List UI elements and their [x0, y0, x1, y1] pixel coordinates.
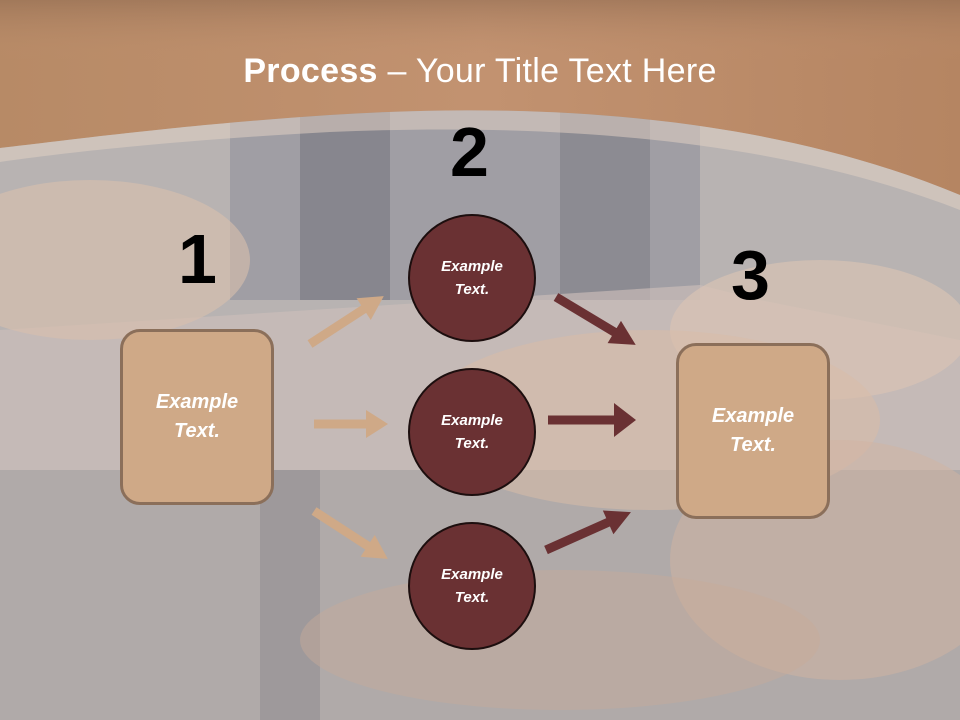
left-step-box: Example Text.	[120, 329, 274, 505]
step-number-3: 3	[731, 236, 770, 314]
circle-top: Example Text.	[408, 214, 536, 342]
slide-title: Process – Your Title Text Here	[0, 52, 960, 91]
step-number-1: 1	[178, 220, 217, 298]
step-number-2: 2	[450, 113, 489, 191]
circle-bottom: Example Text.	[408, 522, 536, 650]
circle-middle-line1: Example	[441, 412, 503, 429]
arrow-middle-to-right	[548, 403, 636, 437]
arrow-bottom-to-right	[544, 510, 631, 555]
right-box-line2: Text.	[730, 434, 776, 456]
arrow-top-to-right	[553, 293, 636, 345]
circle-bottom-line1: Example	[441, 566, 503, 583]
title-bold: Process	[243, 52, 378, 90]
arrow-left-to-middle	[314, 410, 388, 438]
circle-middle: Example Text.	[408, 368, 536, 496]
circle-top-line1: Example	[441, 258, 503, 275]
left-box-line1: Example	[155, 391, 239, 413]
title-rest: – Your Title Text Here	[377, 52, 717, 90]
circle-bottom-line2: Text.	[454, 589, 490, 606]
circle-middle-line2: Text.	[454, 435, 490, 452]
left-box-line2: Text.	[174, 420, 220, 442]
arrow-left-to-bottom	[311, 507, 388, 559]
arrow-left-to-top	[307, 296, 384, 348]
right-box-line1: Example	[711, 405, 795, 427]
right-step-box: Example Text.	[676, 343, 830, 519]
circle-top-line2: Text.	[454, 281, 490, 298]
